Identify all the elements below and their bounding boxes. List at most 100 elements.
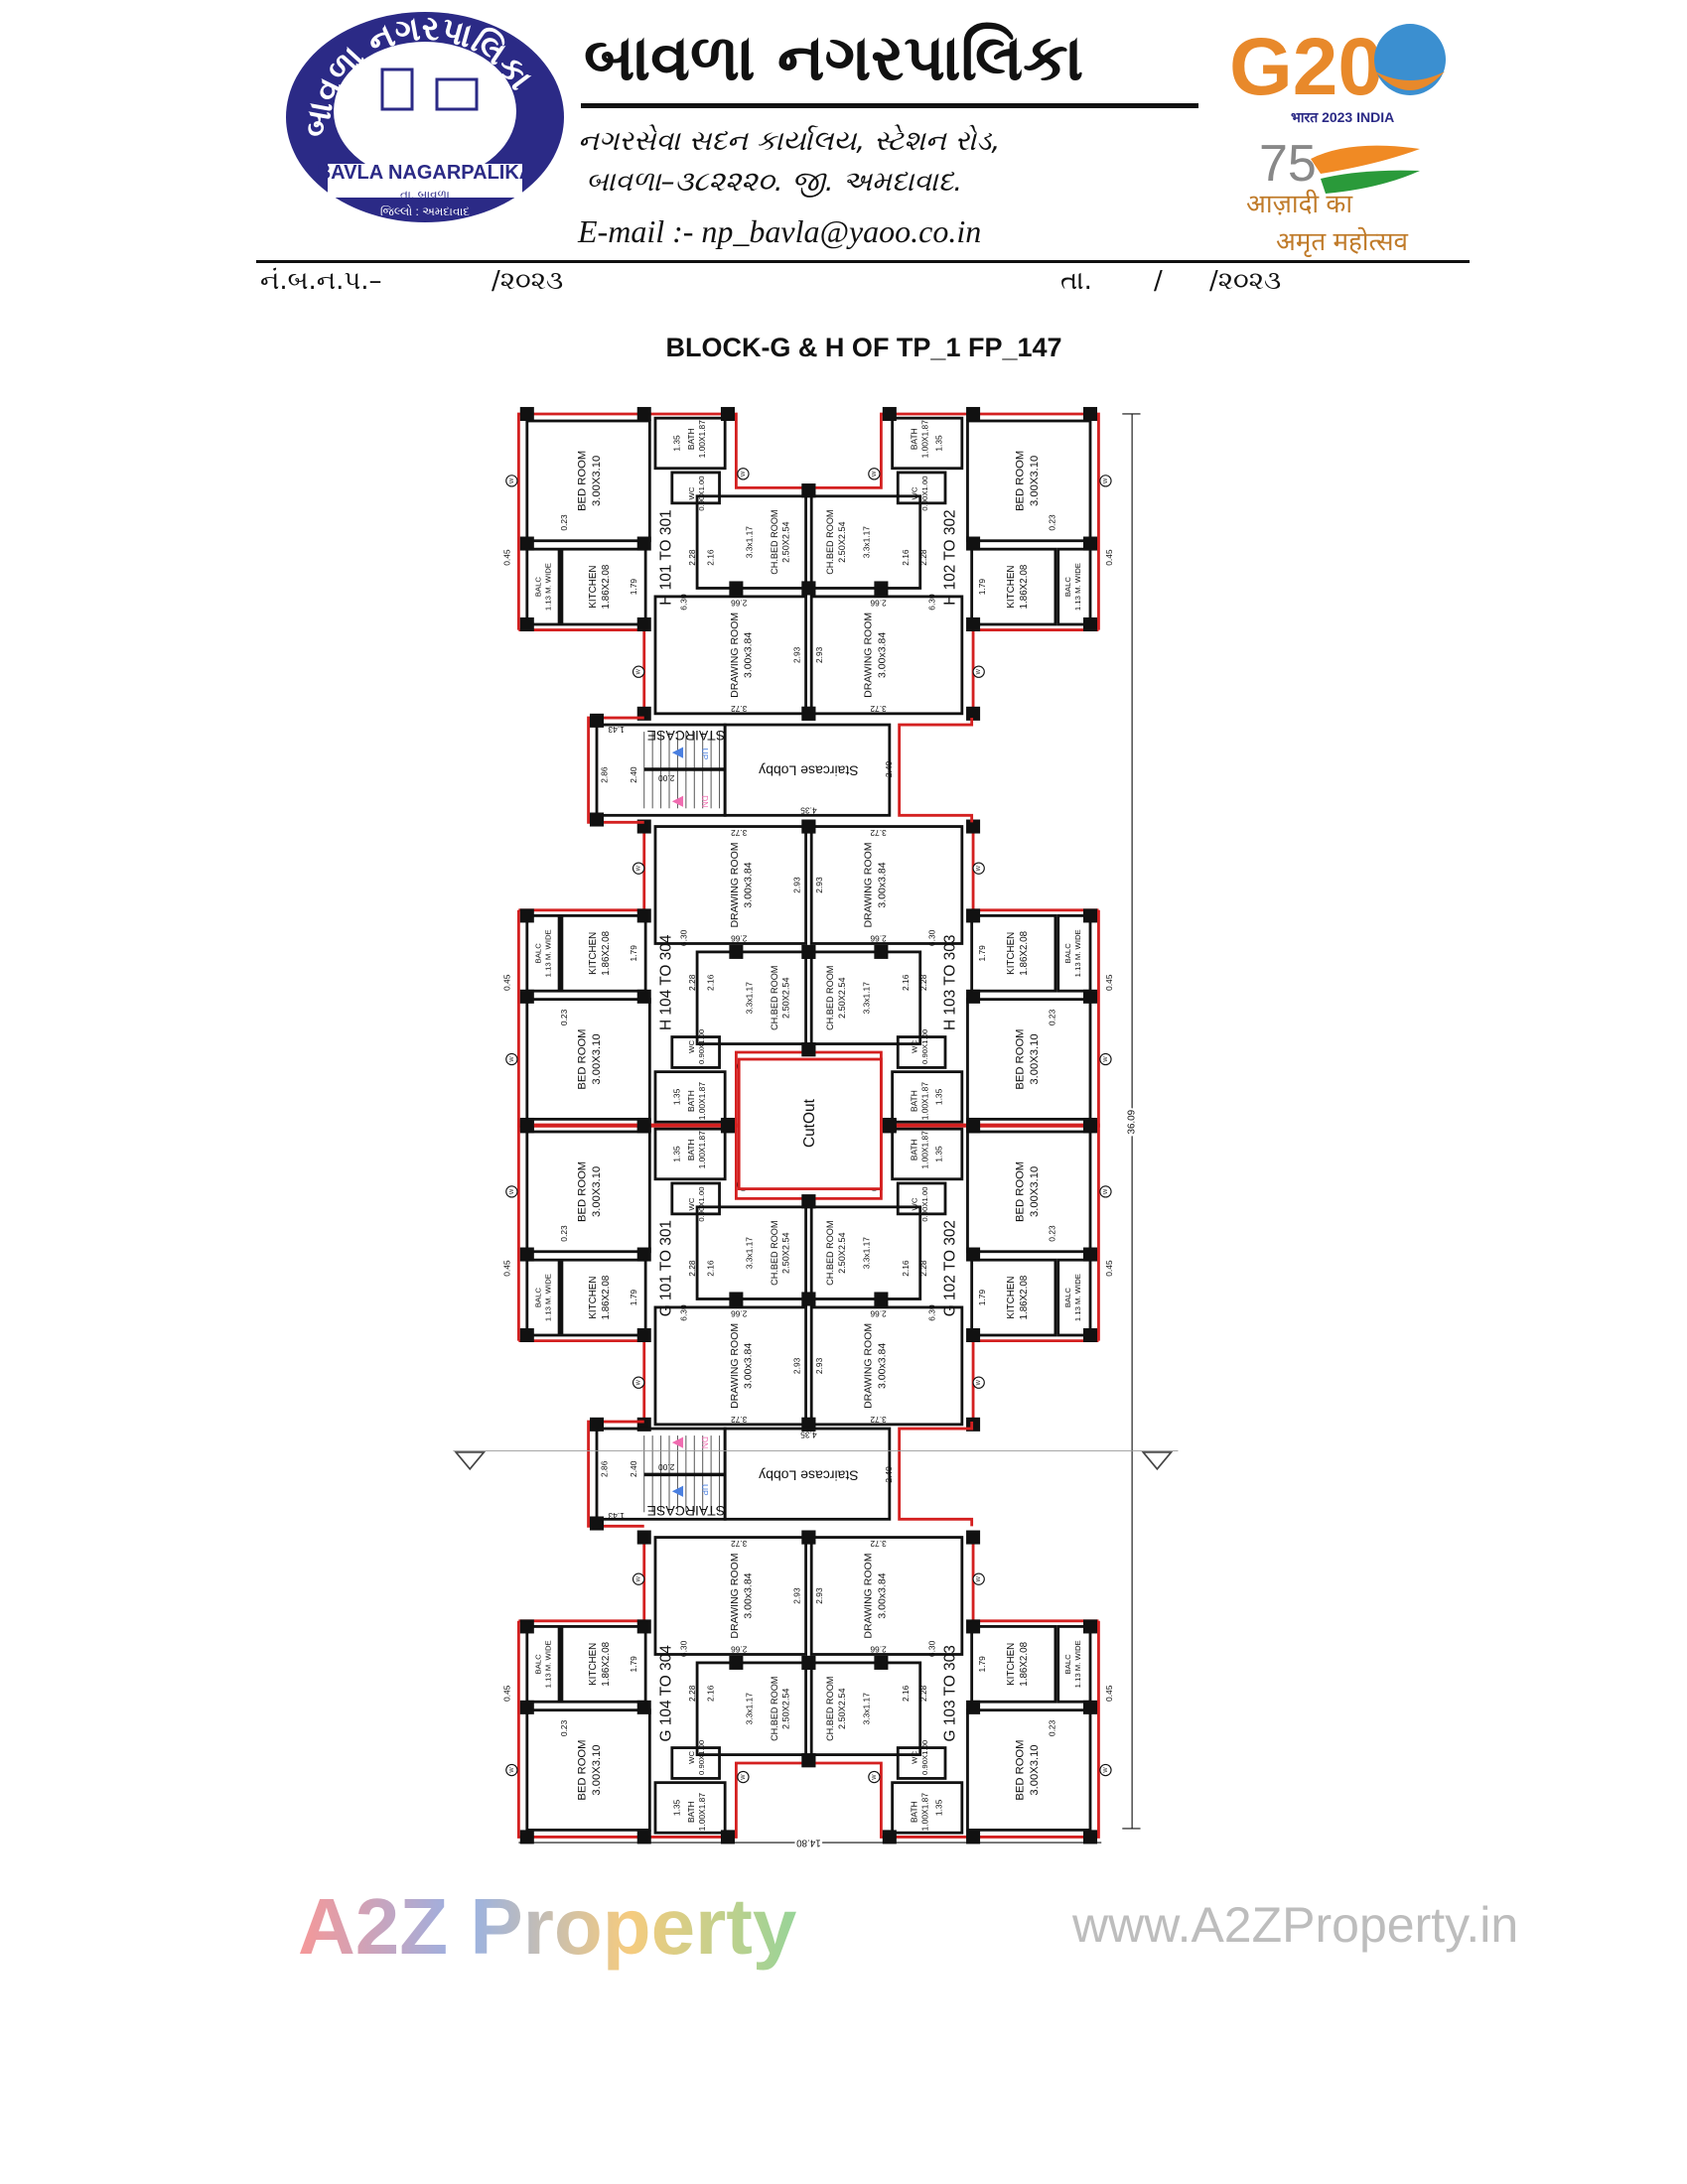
room-size-kitchen: 1.86X2.08 <box>601 564 612 609</box>
column <box>874 1292 889 1306</box>
dimension-label: 3.3x1.17 <box>862 1693 872 1725</box>
room-size-drawing: 3.00x3.84 <box>876 862 888 907</box>
column <box>966 908 981 923</box>
room-name-chbed: CH.BED ROOM <box>825 509 835 574</box>
room-name-bath: BATH <box>686 1801 696 1823</box>
room-size-wc: 0.90X1.00 <box>697 1029 706 1064</box>
up-label: UP <box>700 749 710 760</box>
room-bed <box>525 998 651 1121</box>
unit-outline <box>971 822 1099 912</box>
window-mark: W <box>1103 1767 1109 1773</box>
room-name-bath: BATH <box>909 1139 918 1160</box>
dimension-label: 1.35 <box>934 1799 944 1816</box>
room-name-bath: BATH <box>909 428 918 450</box>
cutout <box>737 1057 883 1190</box>
dimension-label: 1.35 <box>934 435 944 452</box>
column <box>966 1530 981 1545</box>
dimension-label: 0.23 <box>559 1225 569 1242</box>
column <box>801 1194 816 1209</box>
window-marker <box>632 1572 645 1585</box>
dimension-label: 3.72 <box>870 828 887 838</box>
window-mark: W <box>636 668 642 674</box>
dimension-label: 6.30 <box>927 929 937 946</box>
staircase-outline <box>587 1420 644 1528</box>
room-name-wc: WC <box>687 1197 696 1210</box>
window-marker <box>1099 475 1112 487</box>
logo-taluka: તા. બાવળા <box>400 188 450 202</box>
room-kitchen <box>560 547 647 626</box>
dimension-label: 6.30 <box>679 1304 689 1321</box>
column <box>874 944 889 959</box>
column <box>636 908 651 923</box>
column <box>966 819 981 834</box>
dimension-label: 2.16 <box>705 1260 715 1277</box>
room-drawing <box>809 1536 964 1656</box>
window-mark: W <box>1103 478 1109 483</box>
column <box>882 1830 897 1844</box>
dimension-label: 1.79 <box>629 945 638 962</box>
window-mark: W <box>872 1774 878 1780</box>
room-chbed <box>695 1205 807 1300</box>
column <box>1082 1830 1098 1844</box>
dimension-label: 3.3x1.17 <box>745 1237 755 1270</box>
room-balc <box>1056 547 1092 626</box>
unit-outline <box>516 1620 809 1839</box>
room-size-bath: 1.00X1.87 <box>919 1082 929 1121</box>
dimension-label: 0.45 <box>1104 1685 1114 1702</box>
room-size-bed: 3.00X3.10 <box>1029 1744 1041 1795</box>
staircase-dimension: 2.40 <box>884 1466 894 1483</box>
room-name-chbed: CH.BED ROOM <box>825 966 835 1030</box>
room-chbed <box>809 950 922 1045</box>
staircase-dimension: 4.35 <box>800 805 817 815</box>
window-mark: W <box>872 471 878 477</box>
window-marker <box>868 1770 881 1784</box>
column <box>801 483 816 498</box>
column <box>636 536 651 551</box>
room-size-balc: 1.13 M. WIDE <box>1073 929 1082 977</box>
room-name-chbed: CH.BED ROOM <box>770 1221 779 1286</box>
column <box>966 1327 981 1343</box>
room-size-balc: 1.13 M. WIDE <box>544 929 553 977</box>
room-size-kitchen: 1.86X2.08 <box>1019 564 1030 609</box>
column <box>966 1830 981 1844</box>
staircase-dimension: 2.40 <box>629 1460 638 1477</box>
room-size-drawing: 3.00x3.84 <box>743 632 755 678</box>
date-year: /૨૦૨૩ <box>1209 266 1282 296</box>
column <box>1082 616 1098 631</box>
window-marker <box>1099 1052 1112 1066</box>
unit-label: H 102 TO 302 <box>942 509 959 605</box>
dimension-label: 2.93 <box>791 1587 801 1604</box>
room-name-drawing: DRAWING ROOM <box>729 842 741 927</box>
room-size-chbed: 2.50X2.54 <box>837 1232 847 1274</box>
room-bath <box>653 416 727 471</box>
unit-outline <box>808 1620 1100 1839</box>
room-size-balc: 1.13 M. WIDE <box>1073 1640 1082 1688</box>
window-mark: W <box>976 668 982 674</box>
dimension-label: 2.28 <box>918 1260 928 1277</box>
window-marker <box>737 468 750 480</box>
room-bath <box>891 1127 964 1181</box>
overall-width-label: 14.80 <box>796 1837 821 1847</box>
header-logos: બાવળા નગરપાલિકા BAVLA NAGARPALIKA તા. બા… <box>286 10 1446 257</box>
room-size-bath: 1.00X1.87 <box>697 420 707 459</box>
dimension-label: 3.3x1.17 <box>745 1693 755 1725</box>
room-size-bed: 3.00X3.10 <box>591 1166 603 1217</box>
dimension-label: 1.79 <box>977 579 987 596</box>
unit-label: H 101 TO 301 <box>657 509 674 605</box>
dimension-label: 3.3x1.17 <box>862 1237 872 1270</box>
room-name-kitchen: KITCHEN <box>588 566 599 609</box>
azadi-line1: आज़ादी का <box>1246 189 1353 218</box>
room-name-drawing: DRAWING ROOM <box>863 842 875 927</box>
room-size-wc: 0.90X1.00 <box>697 1740 706 1775</box>
dimension-label: 2.16 <box>705 549 715 566</box>
room-balc <box>1056 1625 1092 1704</box>
room-size-bath: 1.00X1.87 <box>697 1131 707 1169</box>
column <box>1082 1247 1098 1262</box>
dimension-label: 2.16 <box>705 974 715 991</box>
room-size-bath: 1.00X1.87 <box>697 1082 707 1121</box>
room-name-bed: BED ROOM <box>577 1739 589 1800</box>
room-name-wc: WC <box>911 1197 919 1210</box>
room-size-bed: 3.00X3.10 <box>591 456 603 506</box>
column <box>1082 536 1098 551</box>
staircase-dimension: 4.35 <box>800 1430 817 1439</box>
